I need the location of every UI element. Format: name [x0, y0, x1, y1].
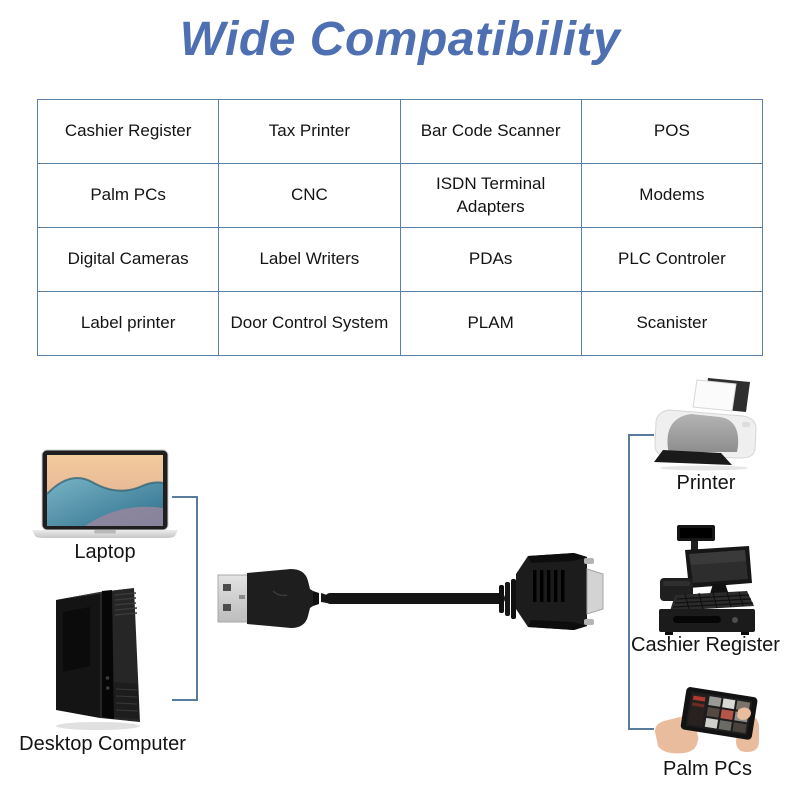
laptop-icon — [30, 448, 180, 540]
desktop-tower-icon — [48, 586, 146, 734]
table-cell: Digital Cameras — [36, 227, 220, 292]
table-cell: Label printer — [36, 291, 220, 356]
table-row: Palm PCs CNC ISDN Terminal Adapters Mode… — [36, 163, 764, 228]
table-cell: Scanister — [580, 291, 764, 356]
table-row: Label printer Door Control System PLAM S… — [36, 291, 764, 356]
compatibility-table: Cashier Register Tax Printer Bar Code Sc… — [36, 99, 764, 356]
cashier-register-label: Cashier Register — [631, 634, 780, 656]
table-cell: Label Writers — [218, 227, 401, 292]
page-title: Wide Compatibility — [179, 13, 621, 66]
table-cell: PLC Controler — [580, 227, 764, 292]
tablet-in-hands-icon — [650, 680, 762, 758]
printer-label: Printer — [676, 472, 736, 494]
right-group-bracket — [628, 434, 654, 730]
laptop-label: Laptop — [74, 541, 136, 563]
table-cell: POS — [580, 99, 764, 164]
table-cell: Palm PCs — [36, 163, 220, 228]
table-cell: Tax Printer — [218, 99, 401, 164]
table-cell: CNC — [218, 163, 401, 228]
inkjet-printer-icon — [650, 376, 762, 471]
usb-to-rs232-serial-cable-icon — [213, 543, 608, 638]
table-cell: Modems — [580, 163, 764, 228]
palm-pcs-label: Palm PCs — [663, 758, 752, 780]
table-cell: PDAs — [399, 227, 582, 292]
table-cell: Door Control System — [218, 291, 401, 356]
table-cell: PLAM — [399, 291, 582, 356]
table-row: Digital Cameras Label Writers PDAs PLC C… — [36, 227, 764, 292]
pos-terminal-icon — [655, 520, 760, 638]
table-cell: Cashier Register — [36, 99, 220, 164]
table-row: Cashier Register Tax Printer Bar Code Sc… — [36, 99, 764, 164]
table-cell: ISDN Terminal Adapters — [399, 163, 582, 228]
left-group-bracket — [172, 496, 198, 701]
desktop-computer-label: Desktop Computer — [19, 733, 186, 755]
table-cell: Bar Code Scanner — [399, 99, 582, 164]
